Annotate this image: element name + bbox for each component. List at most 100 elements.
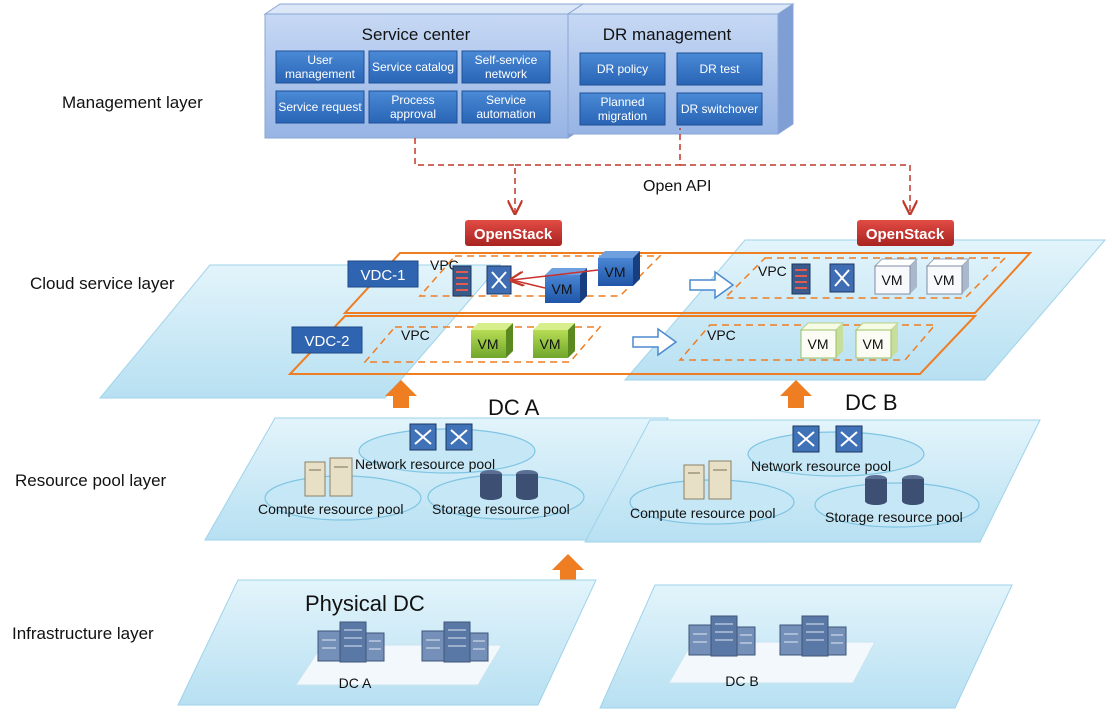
dr-management-button-label: Planned bbox=[600, 95, 644, 109]
service-center-button-label: network bbox=[485, 67, 528, 81]
vdc-2-badge: VDC-2 bbox=[291, 326, 363, 354]
server-icon bbox=[683, 460, 732, 500]
service-center-button-label: management bbox=[285, 67, 356, 81]
svg-text:VM: VM bbox=[552, 281, 573, 297]
layer-label-cloud-service: Cloud service layer bbox=[30, 274, 175, 293]
vpc-label-b1: VPC bbox=[758, 263, 787, 279]
layer-label-resource-pool: Resource pool layer bbox=[15, 471, 167, 490]
storage-icon bbox=[865, 475, 924, 505]
vpc-a2-box bbox=[363, 326, 602, 363]
dr-management-button-label: migration bbox=[598, 109, 647, 123]
firewall-icon bbox=[791, 263, 811, 295]
svg-text:OpenStack: OpenStack bbox=[866, 226, 945, 243]
layer-label-management: Management layer bbox=[62, 93, 203, 112]
dr-management-button-label: DR switchover bbox=[681, 102, 758, 116]
vdc-1-badge: VDC-1 bbox=[347, 260, 419, 288]
storage-pool-ellipse-a bbox=[427, 474, 585, 520]
building-icon bbox=[317, 621, 385, 663]
svg-text:VM: VM bbox=[478, 336, 499, 352]
vpc-label-a1: VPC bbox=[430, 257, 459, 273]
svg-text:OpenStack: OpenStack bbox=[474, 226, 553, 243]
vm-blue-1: VM bbox=[545, 268, 587, 303]
vdc-2-band bbox=[287, 315, 978, 375]
svg-text:VDC-2: VDC-2 bbox=[304, 333, 349, 350]
svg-text:VM: VM bbox=[540, 336, 561, 352]
service-center-button-label: automation bbox=[476, 107, 535, 121]
svg-text:VDC-1: VDC-1 bbox=[360, 267, 405, 284]
svg-text:VM: VM bbox=[934, 272, 955, 288]
physical-dc-label: Physical DC bbox=[305, 591, 425, 616]
up-arrow-dc-a-pool bbox=[385, 380, 417, 408]
vm-white-1: VM bbox=[873, 258, 919, 295]
firewall-icon bbox=[452, 265, 472, 297]
vm-white-green-2: VM bbox=[854, 322, 900, 359]
dr-management-button-3: DR switchover bbox=[676, 92, 763, 126]
service-center-button-label: Service catalog bbox=[372, 60, 454, 74]
building-icon bbox=[688, 615, 756, 657]
vm-green-1: VM bbox=[471, 323, 513, 358]
network-pool-label-b: Network resource pool bbox=[751, 458, 891, 474]
vm-white-2: VM bbox=[925, 258, 971, 295]
service-center-button-label: approval bbox=[390, 107, 436, 121]
service-center-button-label: Service bbox=[486, 93, 526, 107]
dc-b-cloud-platform bbox=[623, 239, 1107, 381]
vpc-label-b2: VPC bbox=[707, 327, 736, 343]
dr-management-button-label: DR policy bbox=[597, 62, 648, 76]
vpc-a1-box bbox=[418, 255, 662, 297]
vpc-b2-box bbox=[678, 324, 937, 361]
layer-label-infrastructure: Infrastructure layer bbox=[12, 624, 154, 643]
service-center-button-label: Service request bbox=[278, 100, 362, 114]
dc-a-label: DC A bbox=[488, 395, 540, 420]
open-api-label: Open API bbox=[643, 178, 712, 195]
vpc-b1-box bbox=[723, 257, 1007, 299]
vpc-label-a2: VPC bbox=[401, 327, 430, 343]
service-center-button-3: Service request bbox=[275, 90, 365, 124]
storage-icon bbox=[480, 470, 538, 500]
service-center-button-label: User bbox=[307, 53, 332, 67]
physical-dc-a-label: DC A bbox=[339, 675, 372, 691]
physical-dc-a-platform bbox=[177, 579, 597, 706]
replication-arrow-vdc1 bbox=[689, 270, 735, 300]
dr-management-title: DR management bbox=[603, 25, 732, 44]
router-icon bbox=[486, 265, 512, 295]
switch-icon bbox=[792, 425, 863, 453]
compute-pool-label-b: Compute resource pool bbox=[630, 505, 776, 521]
svg-text:VM: VM bbox=[605, 264, 626, 280]
storage-pool-label-b: Storage resource pool bbox=[825, 509, 963, 525]
vm-green-2: VM bbox=[533, 323, 575, 358]
service-center-title: Service center bbox=[362, 25, 471, 44]
dc-b-label: DC B bbox=[845, 390, 898, 415]
network-pool-label-a: Network resource pool bbox=[355, 456, 495, 472]
dr-management-button-0: DR policy bbox=[579, 52, 666, 86]
dr-management-panel: DR management DR policy DR testPlannedmig… bbox=[566, 3, 795, 135]
storage-pool-label-a: Storage resource pool bbox=[432, 501, 570, 517]
dr-management-button-label: DR test bbox=[699, 62, 740, 76]
storage-pool-ellipse-b bbox=[814, 482, 980, 528]
router-icon bbox=[829, 263, 855, 293]
physical-dc-b-label: DC B bbox=[725, 673, 758, 689]
replication-arrow-vdc2 bbox=[632, 327, 678, 357]
service-center-button-label: Process bbox=[391, 93, 434, 107]
openstack-badge-b: OpenStack bbox=[857, 220, 954, 246]
service-center-button-label: Self-service bbox=[475, 53, 538, 67]
vm-migration-arrow bbox=[512, 270, 599, 288]
building-icon bbox=[421, 621, 489, 663]
switch-icon bbox=[409, 423, 473, 451]
vm-blue-2: VM bbox=[598, 251, 640, 286]
service-center-button-1: Service catalog bbox=[368, 50, 458, 84]
openstack-badge-a: OpenStack bbox=[465, 220, 562, 246]
svg-text:VM: VM bbox=[882, 272, 903, 288]
building-icon bbox=[779, 615, 847, 657]
svg-text:VM: VM bbox=[863, 336, 884, 352]
compute-pool-label-a: Compute resource pool bbox=[258, 501, 404, 517]
up-arrow-physical bbox=[552, 554, 584, 582]
vdc-1-band bbox=[342, 252, 1033, 314]
vm-white-green-1: VM bbox=[799, 322, 845, 359]
